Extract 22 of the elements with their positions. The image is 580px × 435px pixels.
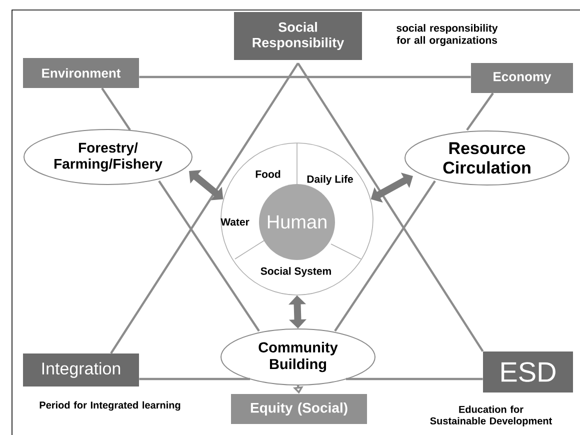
segment-label: Water: [220, 218, 250, 226]
connector-line: [466, 92, 494, 131]
annotation-text: Education for Sustainable Development: [430, 406, 552, 426]
connector-line: [158, 180, 260, 332]
connector-line: [110, 62, 299, 354]
connector-line: [139, 76, 471, 78]
connector-line: [101, 88, 131, 131]
connector-line: [297, 62, 484, 352]
segment-label: Daily Life: [307, 175, 353, 185]
label-box: Equity (Social): [231, 394, 367, 424]
connector-line: [139, 378, 250, 380]
label-box: Economy: [471, 63, 573, 93]
label-box: ESD: [483, 352, 573, 392]
connector-line: [334, 180, 436, 332]
label-box: Environment: [23, 58, 139, 88]
connector-line: [346, 378, 483, 380]
annotation-text: social responsibility for all organizations: [396, 24, 498, 46]
segment-label: Social System: [260, 267, 331, 277]
segment-label: Food: [256, 170, 280, 178]
annotation-text: Period for Integrated learning: [40, 401, 180, 411]
label-box: Integration: [23, 354, 139, 386]
heading-box: Social Responsibility: [234, 12, 362, 60]
